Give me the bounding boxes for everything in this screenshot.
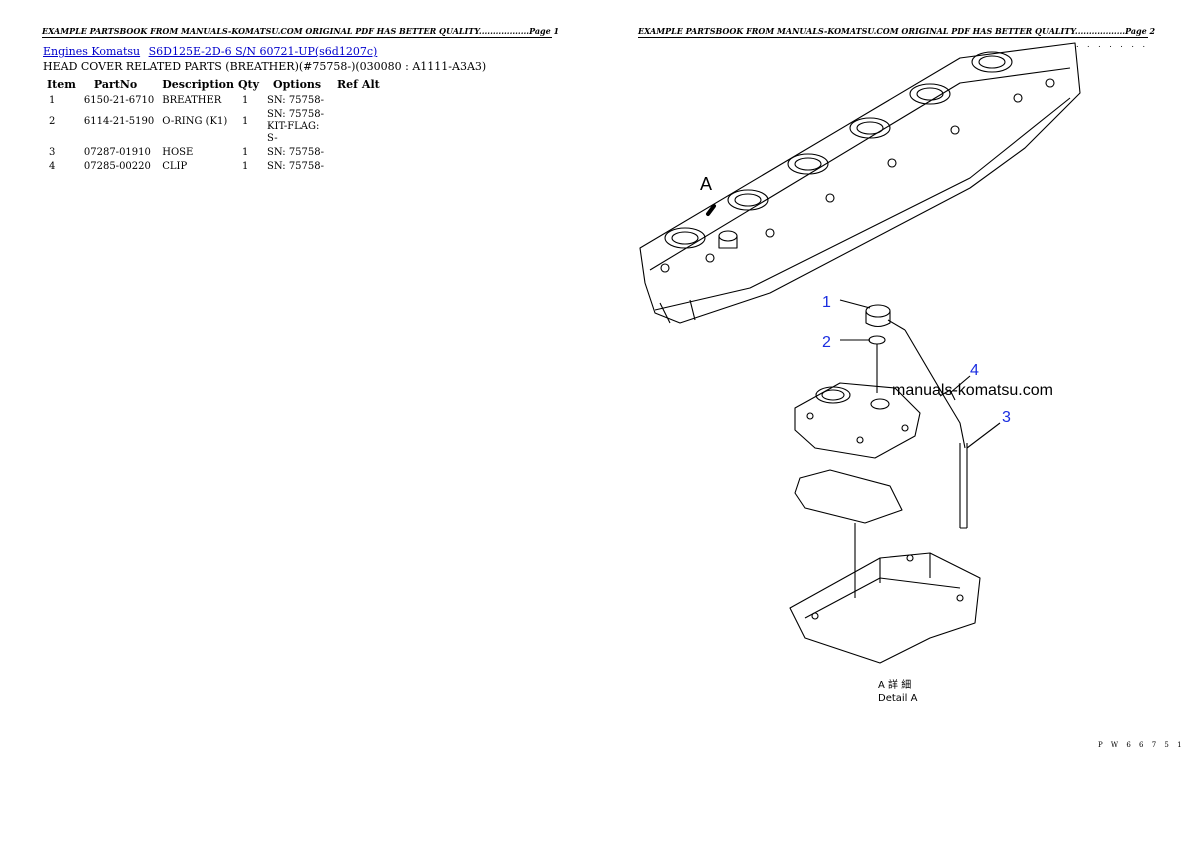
rocker-housing-icon xyxy=(789,552,981,664)
table-header-row: Item PartNo Description Qty Options Ref … xyxy=(43,76,384,94)
table-row: 2 6114-21-5190 O-RING (K1) 1 SN: 75758- … xyxy=(43,108,384,146)
row-partno: 07287-01910 xyxy=(83,147,151,158)
col-alt: Alt xyxy=(361,78,380,91)
row-options: SN: 75758- xyxy=(267,95,325,106)
gasket-icon xyxy=(794,469,903,524)
callout-1: 1 xyxy=(822,294,831,311)
page2-dots: . . . . . . . xyxy=(1075,40,1148,49)
row-description: O-RING (K1) xyxy=(162,116,228,127)
row-description: HOSE xyxy=(162,147,194,158)
row-description: BREATHER xyxy=(162,95,222,106)
clip-icon xyxy=(939,389,956,401)
detail-a-marker: A xyxy=(700,174,712,194)
o-ring-icon xyxy=(868,335,886,345)
hose-icon xyxy=(904,329,966,449)
head-cover-assembly-icon xyxy=(639,42,1081,324)
watermark: manuals-komatsu.com xyxy=(892,382,1053,399)
breadcrumb-link-engines[interactable]: Engines Komatsu xyxy=(43,45,141,58)
breadcrumb: Engines Komatsu S6D125E-2D-6 S/N 60721-U… xyxy=(43,45,382,58)
row-item: 2 xyxy=(49,116,56,127)
row-qty: 1 xyxy=(241,95,249,106)
row-options: SN: 75758- xyxy=(267,161,325,172)
row-options: SN: 75758- KIT-FLAG: S- xyxy=(267,109,325,144)
page1-header: EXAMPLE PARTSBOOK FROM MANUALS-KOMATSU.C… xyxy=(42,26,560,38)
col-ref: Ref xyxy=(337,78,358,91)
row-options: SN: 75758- xyxy=(267,147,325,158)
callout-2: 2 xyxy=(822,334,831,351)
row-partno: 6150-21-6710 xyxy=(83,95,155,106)
row-item: 3 xyxy=(49,147,56,158)
row-partno: 6114-21-5190 xyxy=(83,116,155,127)
col-qty: Qty xyxy=(237,78,260,91)
table-row: 3 07287-01910 HOSE 1 SN: 75758- xyxy=(43,146,384,160)
col-options: Options xyxy=(273,78,322,91)
row-partno: 07285-00220 xyxy=(83,161,151,172)
head-cover-icon xyxy=(794,382,921,459)
detail-label-en: Detail A xyxy=(878,693,918,704)
page-subtitle: HEAD COVER RELATED PARTS (BREATHER)(#757… xyxy=(43,60,487,73)
col-description: Description xyxy=(162,78,234,91)
row-description: CLIP xyxy=(162,161,188,172)
callout-4: 4 xyxy=(970,362,979,379)
table-row: 4 07285-00220 CLIP 1 SN: 75758- xyxy=(43,160,384,174)
page2-header: EXAMPLE PARTSBOOK FROM MANUALS-KOMATSU.C… xyxy=(638,26,1156,38)
row-item: 4 xyxy=(49,161,56,172)
table-row: 1 6150-21-6710 BREATHER 1 SN: 75758- xyxy=(43,94,384,108)
breadcrumb-link-model[interactable]: S6D125E-2D-6 S/N 60721-UP(s6d1207c) xyxy=(148,45,378,58)
col-partno: PartNo xyxy=(93,78,138,91)
detail-label-jp: A 詳 細 xyxy=(878,678,911,691)
parts-table: Item PartNo Description Qty Options Ref … xyxy=(43,76,384,174)
row-qty: 1 xyxy=(241,147,249,158)
col-item: Item xyxy=(47,78,76,91)
parts-diagram: A 1 2 3 4 manuals-komatsu.com A 詳 細 Deta… xyxy=(639,42,1081,704)
breather-icon xyxy=(865,304,906,331)
drawing-code: P W 6 6 7 5 1 xyxy=(1098,741,1185,749)
row-qty: 1 xyxy=(241,161,249,172)
row-qty: 1 xyxy=(241,116,249,127)
row-item: 1 xyxy=(49,95,56,106)
callout-3: 3 xyxy=(1002,409,1011,426)
